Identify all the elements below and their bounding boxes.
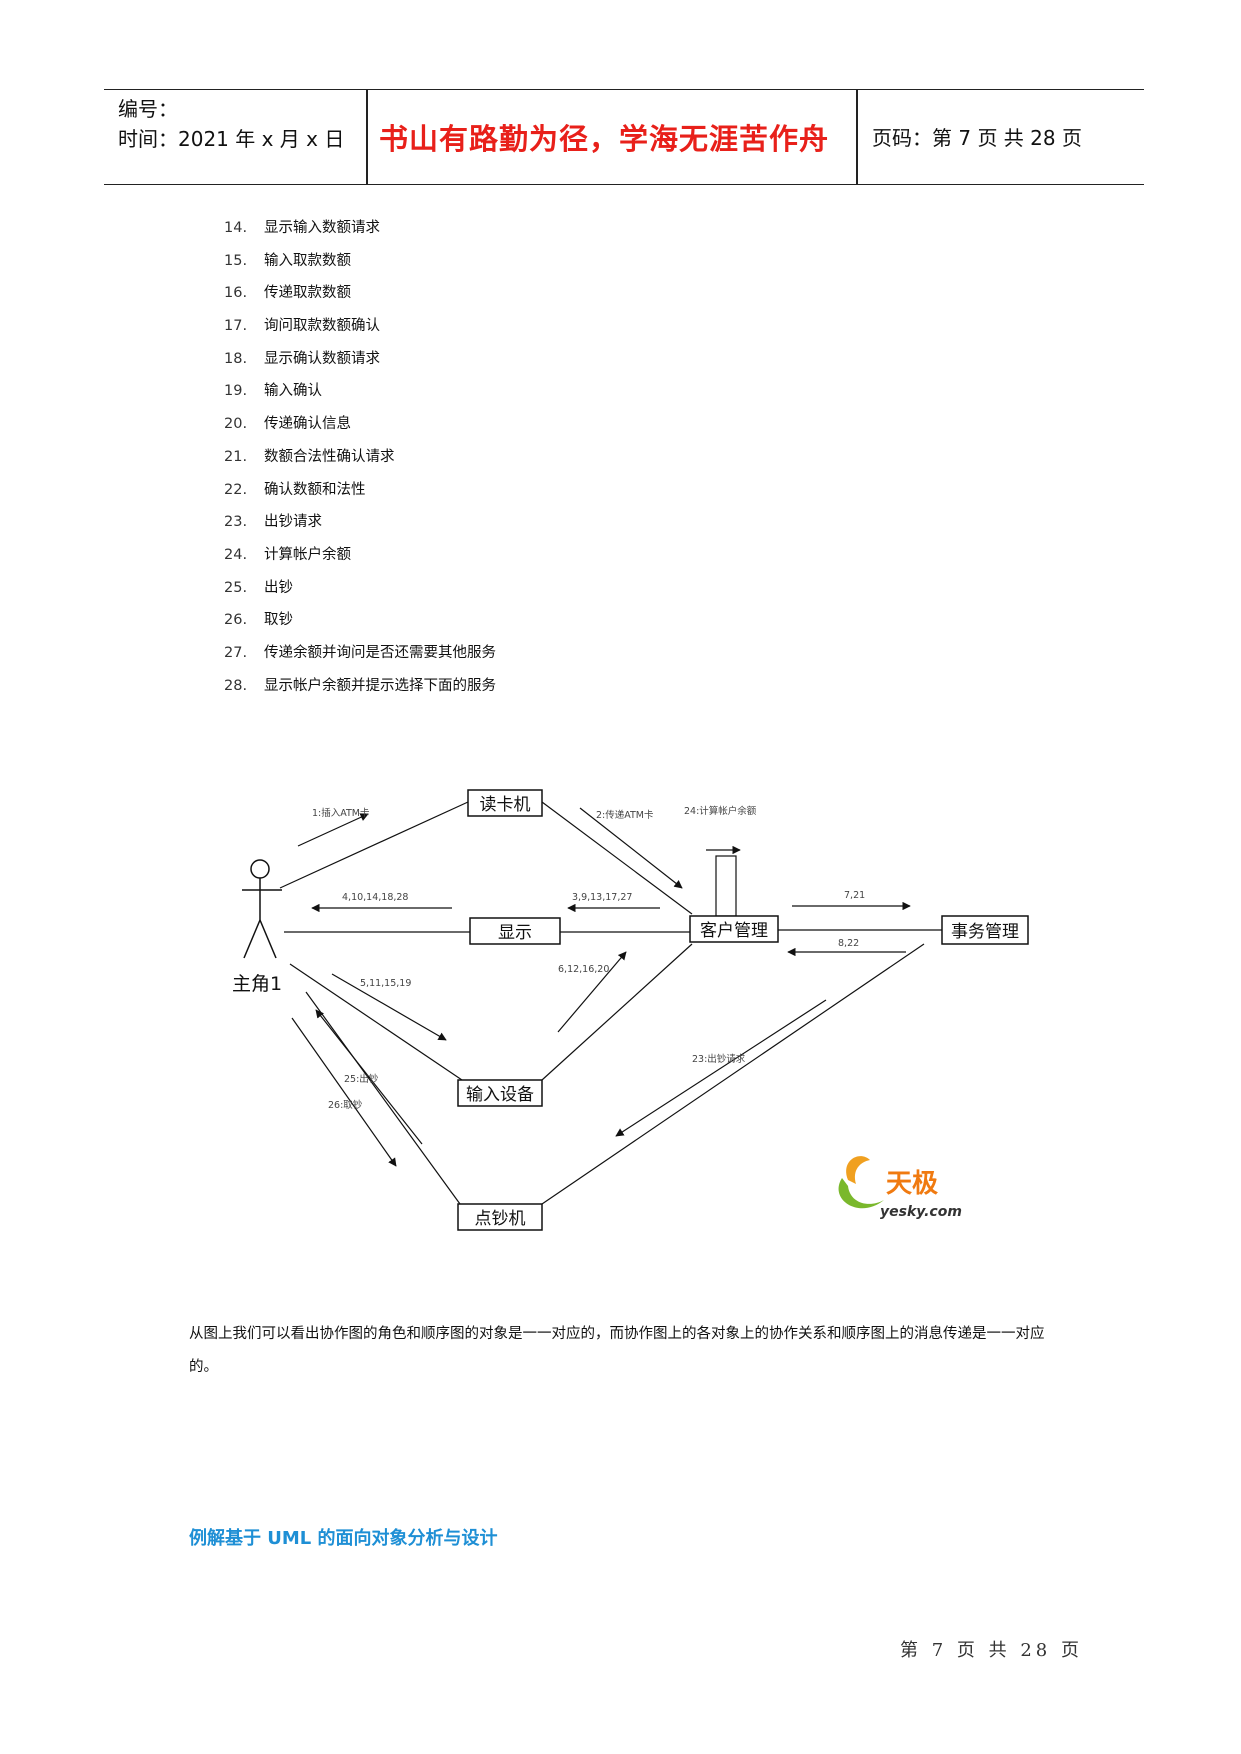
list-item: 22.确认数额和法性: [224, 481, 366, 498]
msg-26: 26:取钞: [328, 1099, 363, 1111]
yesky-logo: 天极 yesky.com: [838, 1156, 962, 1220]
list-item: 20.传递确认信息: [224, 416, 351, 433]
object-transaction-mgmt: 事务管理: [941, 915, 1029, 945]
msg-display: 4,10,14,18,28: [342, 892, 408, 903]
svg-text:点钞机: 点钞机: [475, 1209, 526, 1229]
object-input-device: 输入设备: [457, 1079, 543, 1107]
list-item: 27.传递余额并询问是否还需要其他服务: [224, 644, 496, 661]
logo-text: 天极: [886, 1169, 939, 1199]
section-title: 例解基于 UML 的面向对象分析与设计: [189, 1528, 498, 1549]
svg-text:输入设备: 输入设备: [466, 1085, 534, 1105]
header-motto: 书山有路勤为径，学海无涯苦作舟: [378, 122, 829, 156]
actor-figure: [242, 859, 282, 959]
list-item: 26.取钞: [224, 612, 293, 629]
svg-text:显示: 显示: [498, 923, 532, 943]
msg-input: 5,11,15,19: [360, 978, 411, 989]
object-display: 显示: [469, 917, 561, 945]
object-customer-mgmt: 客户管理: [689, 915, 779, 943]
svg-text:事务管理: 事务管理: [951, 922, 1019, 942]
step-list: 14.显示输入数额请求 15.输入取款数额 16.传递取款数额 17.询问取款数…: [224, 213, 496, 703]
msg-25: 25:出钞: [344, 1073, 379, 1085]
message-arrows: [291, 807, 911, 1167]
msg-8: 8,22: [838, 938, 859, 949]
list-item: 19.输入确认: [224, 383, 322, 400]
number-label: 编号：: [118, 97, 178, 121]
time-label: 时间：2021 年 x 月 x 日: [118, 127, 345, 151]
paragraph: 从图上我们可以看出协作图的角色和顺序图的对象是一一对应的，而协作图上的各对象上的…: [189, 1326, 1045, 1375]
list-item: 17.询问取款数额确认: [224, 318, 380, 335]
msg-cust-display: 3,9,13,17,27: [572, 892, 632, 903]
message-labels: 1:插入ATM卡 2:传递ATM卡 24:计算帐户余额 4,10,14,18,2…: [312, 805, 865, 1111]
msg-input-cust: 6,12,16,20: [558, 964, 609, 975]
msg-2: 2:传递ATM卡: [596, 809, 654, 821]
collaboration-diagram: 主角1 读卡机 显示 客户管理 事务: [232, 789, 1029, 1231]
header-meta: 编号： 时间：2021 年 x 月 x 日: [118, 94, 344, 154]
list-item: 24.计算帐户余额: [224, 546, 351, 563]
list-item: 21.数额合法性确认请求: [224, 448, 395, 465]
logo-url: yesky.com: [880, 1204, 962, 1220]
msg-7: 7,21: [844, 890, 865, 901]
header-table: 编号： 时间：2021 年 x 月 x 日 书山有路勤为径，学海无涯苦作舟 页码…: [104, 89, 1144, 185]
page-footer: 第 7 页 共 28 页: [900, 1640, 1083, 1661]
svg-text:读卡机: 读卡机: [480, 795, 531, 815]
logo-swoosh-icon: [838, 1178, 884, 1209]
object-card-reader: 读卡机: [467, 789, 543, 817]
list-item: 18.显示确认数额请求: [224, 350, 380, 367]
list-item: 15.输入取款数额: [224, 252, 351, 269]
list-item: 16.传递取款数额: [224, 285, 351, 302]
page-label: 页码：第 7 页 共 28 页: [872, 126, 1082, 150]
svg-text:客户管理: 客户管理: [700, 921, 768, 941]
header-divider-right: [856, 90, 858, 184]
msg-1: 1:插入ATM卡: [312, 807, 370, 819]
association-lines: [279, 801, 942, 1205]
list-item: 28.显示帐户余额并提示选择下面的服务: [224, 677, 496, 694]
header-divider-left: [366, 90, 368, 184]
logo-leaf-icon: [846, 1156, 870, 1184]
msg-24: 24:计算帐户余额: [684, 805, 757, 817]
msg-23: 23:出钞请求: [692, 1053, 746, 1065]
list-item: 14.显示输入数额请求: [224, 220, 380, 236]
actor-label: 主角1: [232, 973, 282, 995]
list-item: 25.出钞: [224, 579, 293, 596]
list-item: 23.出钞请求: [224, 514, 322, 531]
object-cash-dispenser: 点钞机: [457, 1203, 543, 1231]
